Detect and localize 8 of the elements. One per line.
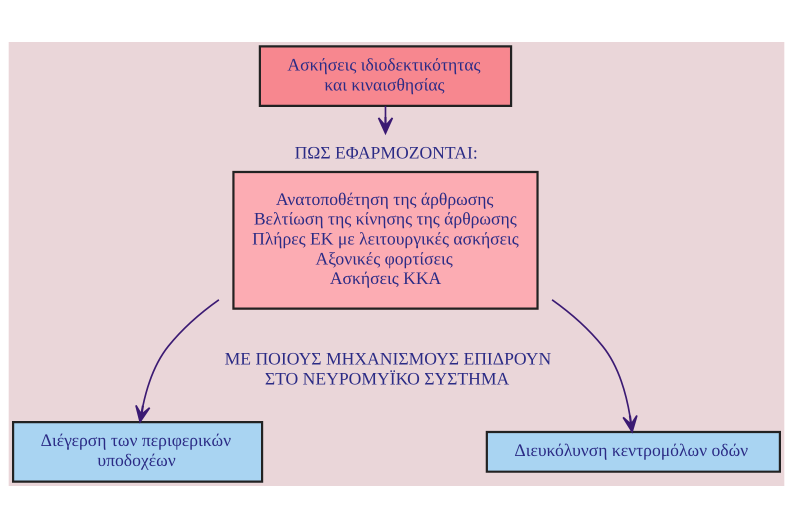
node-box: Διευκόλυνση κεντρομόλων οδών bbox=[486, 430, 781, 472]
arrow bbox=[552, 298, 638, 432]
node-label: ΠΩΣ ΕΦΑΡΜΟΖΟΝΤΑΙ: bbox=[294, 142, 478, 162]
label: ΜΕ ΠΟΙΟΥΣ ΜΗΧΑΝΙΣΜΟΥΣ ΕΠΙΔΡΟΥΝ ΣΤΟ ΝΕΥΡΟΜΥΪΚΟ ΣΥΣΤΗΜΑ bbox=[224, 348, 552, 388]
arrow bbox=[378, 106, 394, 134]
arrow bbox=[135, 298, 220, 422]
node-box: Διέγερση των περιφερικών υποδοχέων bbox=[12, 420, 264, 482]
node-box: Ασκήσεις ιδιοδεκτικότητας και κιναισθησίας bbox=[258, 44, 512, 106]
